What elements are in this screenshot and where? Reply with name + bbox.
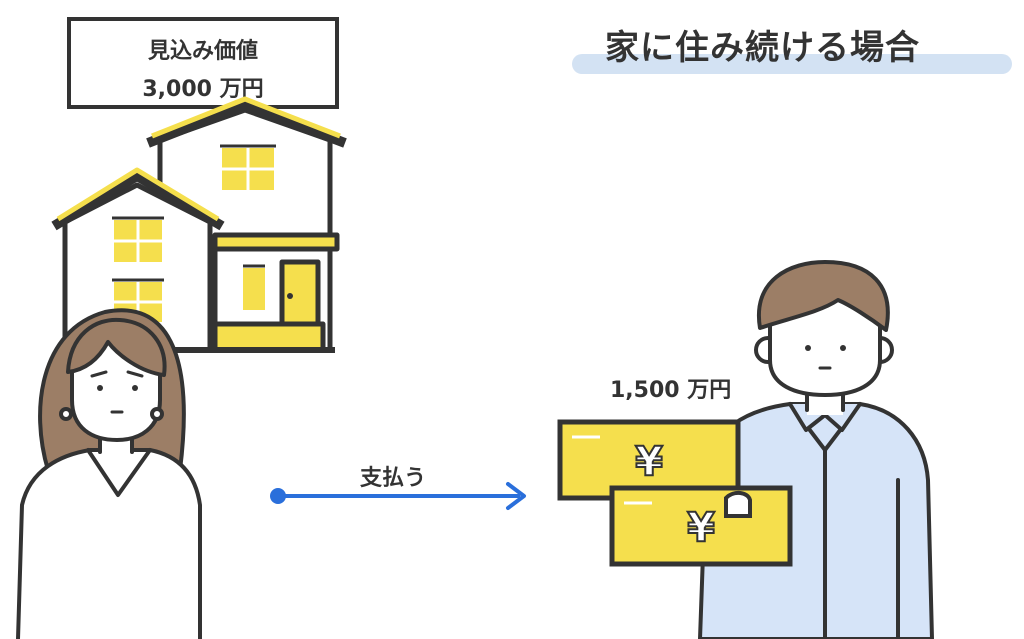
house-value-label: 見込み価値 [147, 39, 258, 64]
yen-bill-icon: ¥ ¥ [557, 419, 793, 567]
arrow-right-icon [270, 482, 526, 510]
woman-icon [16, 308, 202, 639]
page-title: 家に住み続ける場合 [605, 28, 920, 68]
house-value-box: 見込み価値 3,000 万円 [67, 17, 339, 109]
svg-text:¥: ¥ [635, 439, 663, 485]
house-icon [51, 96, 347, 353]
payment-action-label: 支払う [360, 466, 427, 491]
title-highlight [572, 54, 1012, 74]
svg-text:¥: ¥ [687, 505, 715, 551]
man-icon [698, 260, 934, 639]
payment-amount: 1,500 万円 [610, 378, 732, 403]
